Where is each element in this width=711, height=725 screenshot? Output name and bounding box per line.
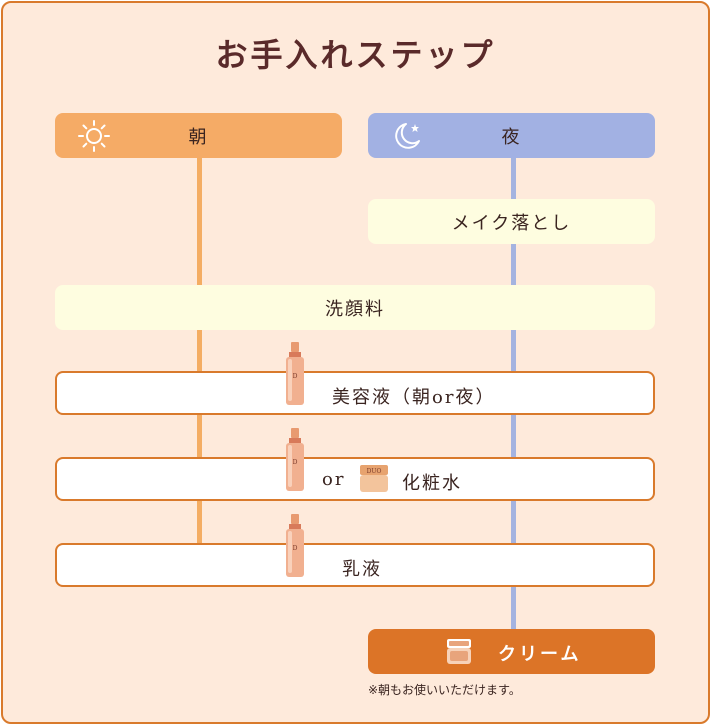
cream-label: クリーム [498, 644, 582, 665]
moon-star-icon [395, 123, 420, 149]
lotion-bottle-icon: D [286, 428, 304, 491]
milk-step: 乳液 [55, 543, 655, 587]
cream-step: クリーム [368, 629, 655, 674]
makeup-remover-label: メイク落とし [451, 212, 572, 234]
morning-header: 朝 [55, 113, 342, 158]
svg-text:DUO: DUO [367, 468, 382, 475]
serum-step: 美容液（朝or夜） [55, 371, 655, 415]
morning-timeline-line [197, 155, 202, 545]
cream-jar-icon: DUO [360, 465, 388, 492]
milk-bottle-icon: D [286, 514, 304, 577]
makeup-remover-step: メイク落とし [368, 199, 655, 244]
morning-label: 朝 [188, 126, 209, 148]
lotion-step: or 化粧水 [55, 457, 655, 501]
page-title: お手入れステップ [215, 36, 496, 74]
or-label: or [322, 469, 346, 490]
lotion-label: 化粧水 [402, 473, 462, 494]
cream-jar-icon [447, 639, 471, 664]
sun-icon [78, 120, 110, 152]
svg-text:D: D [293, 545, 298, 552]
serum-label: 美容液（朝or夜） [332, 387, 496, 408]
night-header: 夜 [368, 113, 655, 158]
cream-note: ※朝もお使いいただけます。 [368, 683, 521, 697]
svg-text:D: D [293, 373, 298, 380]
cleanser-label: 洗顔料 [325, 298, 385, 320]
cleanser-step: 洗顔料 [55, 285, 655, 330]
milk-label: 乳液 [342, 559, 382, 580]
night-label: 夜 [501, 126, 522, 148]
svg-text:D: D [293, 459, 298, 466]
serum-bottle-icon: D [286, 342, 304, 405]
